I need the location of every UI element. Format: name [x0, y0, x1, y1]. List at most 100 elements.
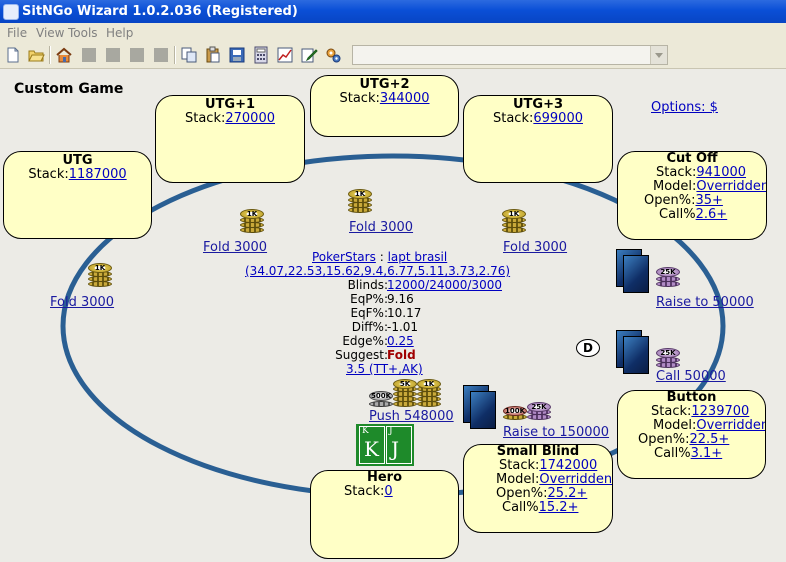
stack-label: Stack:: [651, 404, 692, 419]
calculator-icon[interactable]: [252, 46, 270, 64]
stack-value[interactable]: 344000: [379, 91, 430, 106]
model-label: Model:: [496, 472, 540, 487]
stack-label: Stack:: [339, 91, 380, 106]
eqp-label: EqP%:: [350, 292, 388, 306]
seat-cutoff[interactable]: Cut Off Stack:941000 Model:Overridden Op…: [617, 151, 767, 240]
stack-value[interactable]: 941000: [696, 165, 747, 180]
action-utg3[interactable]: Fold 3000: [503, 240, 568, 255]
edge-row: Edge%: 0.25: [230, 334, 552, 348]
menu-view[interactable]: View: [36, 26, 65, 40]
card-rank: J: [389, 426, 393, 436]
chart-icon[interactable]: [276, 46, 294, 64]
range-link[interactable]: 3.5 (TT+,AK): [346, 362, 423, 376]
open-label: Open%:: [638, 432, 690, 447]
action-cutoff[interactable]: Raise to 50000: [656, 295, 754, 310]
seat-hero[interactable]: Hero Stack:0: [310, 470, 459, 559]
menu-tools[interactable]: Tools: [68, 26, 98, 40]
chip-stack-hero-500k: 500K: [369, 391, 393, 409]
open-value[interactable]: 25.2+: [547, 486, 588, 501]
model-value[interactable]: Overridden: [696, 179, 767, 194]
menu-file[interactable]: File: [7, 26, 28, 40]
save-image-icon[interactable]: [228, 46, 246, 64]
settings-icon[interactable]: [324, 46, 342, 64]
stack-label: Stack:: [492, 111, 534, 126]
open-label: Open%:: [644, 193, 696, 208]
open-value[interactable]: 22.5+: [689, 432, 730, 447]
app-icon: [3, 4, 19, 20]
seat-utg[interactable]: UTG Stack:1187000: [3, 151, 152, 239]
tournament-link[interactable]: lapt brasil: [387, 250, 448, 264]
seat-name: UTG+1: [204, 97, 256, 112]
model-label: Model:: [653, 418, 697, 433]
edit-icon[interactable]: [300, 46, 318, 64]
seat-name: UTG+3: [512, 97, 564, 112]
action-small-blind[interactable]: Raise to 150000: [503, 425, 610, 440]
edge-label: Edge%:: [342, 334, 388, 348]
paste-icon[interactable]: [204, 46, 222, 64]
edge-value[interactable]: 0.25: [387, 334, 414, 348]
card-rank-large: J: [391, 437, 400, 461]
stack-value[interactable]: 1239700: [691, 404, 750, 419]
blinds-value[interactable]: 12000/24000/3000: [387, 278, 502, 292]
stack-value[interactable]: 1187000: [68, 167, 127, 182]
chip-stack-utg1: 1K: [240, 209, 264, 235]
chip-stack-hero-1k: 1K: [417, 379, 441, 409]
seat-name: UTG: [62, 153, 93, 168]
action-button[interactable]: Call 50000: [656, 369, 726, 384]
game-selector[interactable]: [352, 45, 668, 65]
model-value[interactable]: Overridden: [696, 418, 766, 433]
chip-stack-small-blind-100k: 100K: [503, 406, 527, 422]
stack-label: Stack:: [28, 167, 69, 182]
seat-button[interactable]: Button Stack:1239700 Model:Overridden Op…: [617, 390, 766, 479]
call-value[interactable]: 2.6+: [695, 207, 728, 222]
window-title: SitNGo Wizard 1.0.2.036 (Registered): [22, 4, 298, 19]
card-back-small-blind: [470, 391, 496, 429]
menu-help[interactable]: Help: [106, 26, 134, 40]
site-separator: :: [379, 250, 384, 264]
seat-small-blind[interactable]: Small Blind Stack:1742000 Model:Overridd…: [463, 444, 613, 533]
chip-stack-button: 25K: [656, 348, 680, 370]
stack-value[interactable]: 270000: [225, 111, 275, 126]
options-link[interactable]: Options: $: [651, 100, 718, 115]
open-value[interactable]: 35+: [695, 193, 723, 208]
chip-label: 1K: [417, 379, 441, 389]
chip-label: 500K: [369, 391, 393, 401]
hero-card-1: K K: [359, 426, 385, 464]
chevron-down-icon[interactable]: [650, 46, 667, 64]
seat-name: Button: [666, 390, 717, 405]
chip-stack-utg: 1K: [88, 263, 112, 289]
stack-label: Stack:: [184, 111, 226, 126]
action-utg1[interactable]: Fold 3000: [203, 240, 268, 255]
title-bar[interactable]: SitNGo Wizard 1.0.2.036 (Registered): [0, 0, 786, 23]
eqf-row: EqF%: 10.17: [230, 306, 552, 320]
stack-label: Stack:: [656, 165, 697, 180]
seat-utg1[interactable]: UTG+1 Stack:270000: [155, 95, 305, 183]
dealer-button: D: [576, 339, 600, 357]
chip-stack-cutoff: 25K: [656, 267, 680, 289]
stack-sizes-link[interactable]: (34.07,22.53,15.62,9.4,6.77,5.11,3.73,2.…: [245, 264, 511, 278]
call-value[interactable]: 15.2+: [538, 500, 579, 515]
chip-label: 1K: [88, 263, 112, 273]
stack-value[interactable]: 0: [384, 484, 393, 499]
new-file-icon[interactable]: [4, 46, 22, 64]
seat-utg2[interactable]: UTG+2 Stack:344000: [310, 75, 459, 137]
action-hero[interactable]: Push 548000: [369, 409, 454, 424]
chip-stack-hero-5k: 5K: [393, 379, 417, 409]
model-value[interactable]: Overridden: [539, 472, 613, 487]
stack-value[interactable]: 699000: [533, 111, 583, 126]
card-rank-large: K: [364, 437, 379, 461]
seat-utg3[interactable]: UTG+3 Stack:699000: [463, 95, 613, 183]
action-utg[interactable]: Fold 3000: [50, 295, 115, 310]
action-utg2[interactable]: Fold 3000: [349, 220, 414, 235]
blinds-row: Blinds: 12000/24000/3000: [230, 278, 552, 292]
call-value[interactable]: 3.1+: [690, 446, 723, 461]
site-link[interactable]: PokerStars: [312, 250, 376, 264]
copy-icon[interactable]: [180, 46, 198, 64]
seat-name: Small Blind: [496, 444, 580, 459]
home-icon[interactable]: [55, 46, 73, 64]
game-area: Custom Game Options: $ UTG Stack:1187000…: [0, 69, 786, 562]
seat-name: Hero: [366, 470, 403, 485]
stack-value[interactable]: 1742000: [539, 458, 598, 473]
chip-stack-small-blind-25k: 25K: [527, 402, 551, 422]
open-folder-icon[interactable]: [27, 46, 45, 64]
